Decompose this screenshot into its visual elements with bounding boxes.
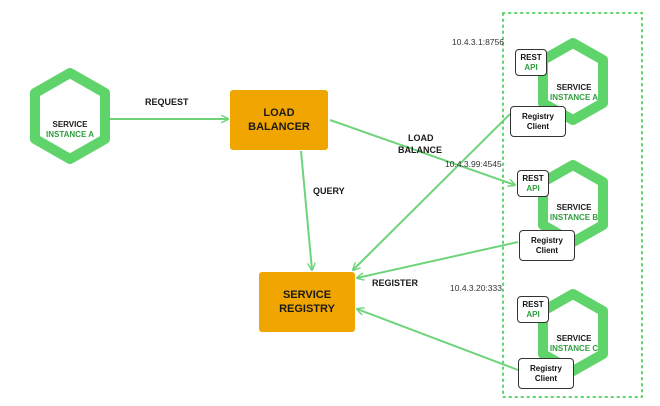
client-label: SERVICE INSTANCE A: [40, 120, 100, 140]
load-balance-label-line1: LOAD: [408, 133, 434, 143]
instance-a-client-label: Client: [526, 121, 550, 131]
registry-to-instance-c-arrow: [357, 309, 519, 371]
client-hexagon: [30, 68, 110, 164]
instance-c-rest-label: REST: [522, 299, 544, 309]
instance-c-registry-client-box: Registry Client: [518, 358, 574, 389]
load-balancer-line2: BALANCER: [248, 121, 310, 133]
instance-a-api-label: API: [524, 62, 538, 72]
service-registry-line2: REGISTRY: [279, 303, 335, 315]
client-label-line1: SERVICE: [52, 120, 88, 129]
client-label-line2: INSTANCE A: [46, 130, 94, 139]
instance-b-rest-api-box: REST API: [517, 170, 549, 197]
service-registry-box: SERVICE REGISTRY: [259, 272, 355, 332]
instance-a-rest-api-box: REST API: [515, 49, 547, 76]
load-balance-arrow: [329, 119, 515, 185]
instance-c-rest-api-box: REST API: [517, 296, 549, 323]
instance-b-service-line2: INSTANCE B: [549, 213, 599, 222]
instance-c-service-line2: INSTANCE C: [549, 344, 599, 353]
instance-b-service-line1: SERVICE: [556, 203, 592, 212]
instance-a-service-line1: SERVICE: [556, 83, 592, 92]
instance-b-service-label: SERVICE INSTANCE B: [546, 203, 602, 223]
instance-b-client-label: Client: [535, 245, 559, 255]
instance-a-service-label: SERVICE INSTANCE A: [546, 83, 602, 103]
instance-c-api-label: API: [526, 309, 540, 319]
instance-b-registry-client-box: Registry Client: [519, 230, 575, 261]
registry-to-instance-a-arrow: [353, 113, 511, 270]
instance-a-ip: 10.4.3.1:8756: [452, 37, 504, 47]
load-balancer-box: LOAD BALANCER: [230, 90, 328, 150]
registry-to-instance-b-arrow: [357, 241, 519, 278]
query-arrow: [300, 150, 312, 270]
query-label: QUERY: [313, 186, 345, 196]
instance-b-rest-label: REST: [522, 173, 544, 183]
instance-c-ip: 10.4.3.20:333: [450, 283, 502, 293]
instances-group-border: [502, 12, 643, 398]
instance-c-service-label: SERVICE INSTANCE C: [546, 334, 602, 354]
instance-b-ip: 10.4.3.99:4545: [445, 159, 502, 169]
instance-a-service-line2: INSTANCE A: [550, 93, 598, 102]
request-label: REQUEST: [145, 97, 189, 107]
service-registry-line1: SERVICE: [282, 289, 332, 301]
instance-b-registry-label: Registry: [530, 235, 563, 245]
instance-c-service-line1: SERVICE: [556, 334, 592, 343]
register-label: REGISTER: [372, 278, 419, 288]
instance-a-registry-client-box: Registry Client: [510, 106, 566, 137]
instance-a-rest-label: REST: [520, 52, 542, 62]
instance-a-registry-label: Registry: [521, 111, 554, 121]
instance-c-client-label: Client: [534, 373, 558, 383]
instance-b-api-label: API: [526, 183, 540, 193]
load-balance-label-line2: BALANCE: [398, 145, 442, 155]
load-balancer-line1: LOAD: [263, 107, 295, 119]
instance-c-registry-label: Registry: [529, 363, 562, 373]
